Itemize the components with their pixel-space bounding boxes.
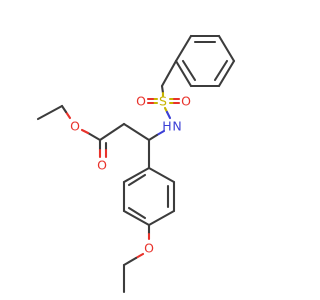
bond-ring-to-ch2 <box>160 59 178 88</box>
atom-nitrogen-hydrogen: H <box>162 119 171 134</box>
bond-ch2-to-sulfur <box>160 84 165 95</box>
atom-oxygen-sulfonyl-right: O <box>181 94 191 109</box>
sulfonyl-group <box>146 97 181 120</box>
benzyl-phenyl-ring <box>174 34 236 88</box>
bond-ester-ethyl <box>36 104 64 121</box>
atom-nitrogen: N <box>172 119 181 134</box>
atom-oxygen-sulfonyl-left: O <box>136 94 146 109</box>
ethoxyphenyl-ring <box>122 166 176 227</box>
atom-oxygen-aryl-ether: O <box>144 241 154 256</box>
carbonyl-double-bond <box>98 138 108 159</box>
bond-nitrogen-to-ch <box>155 129 166 137</box>
bond-ch2-to-carbonyl <box>98 122 126 142</box>
atom-oxygen-carbonyl: O <box>97 158 107 173</box>
bond-ch-to-ch2 <box>122 122 151 142</box>
atom-sulfur: S <box>159 94 167 109</box>
atom-oxygen-ester: O <box>70 119 80 134</box>
molecule-structure-drawing: S O O N H O O O <box>36 34 236 294</box>
